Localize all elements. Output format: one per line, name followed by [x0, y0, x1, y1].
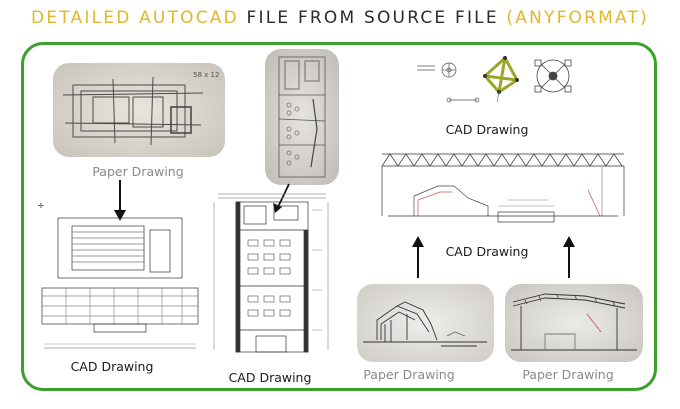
svg-text:✛: ✛ — [38, 202, 44, 210]
cad-drawing-label-top: CAD Drawing — [445, 122, 529, 137]
page-title: DETAILED AUTOCAD FILE FROM SOURCE FILE (… — [0, 8, 680, 28]
cad-plan-2 — [213, 193, 329, 353]
content-frame — [21, 42, 657, 391]
paper-sketch-1: 58 x 12 — [53, 63, 225, 157]
sketch-note: 58 x 12 — [193, 71, 219, 79]
cad-section — [381, 153, 625, 223]
paper-drawing-label-3: Paper Drawing — [522, 367, 614, 382]
paper-sketch-3 — [357, 284, 494, 362]
title-part-source: FILE FROM SOURCE FILE — [246, 8, 499, 28]
title-part-format: (ANYFORMAT) — [506, 8, 649, 28]
arrow-diagonal-icon — [273, 183, 290, 213]
arrow-down-icon — [114, 180, 126, 221]
arrow-up-left-icon — [412, 236, 424, 278]
cad-drawing-label-mid: CAD Drawing — [445, 244, 529, 259]
cad-plan-1: ✛ — [38, 202, 199, 349]
paper-sketch-2 — [265, 49, 339, 185]
arrow-up-right-icon — [563, 236, 575, 278]
cad-drawing-label-1: CAD Drawing — [70, 359, 154, 374]
paper-drawing-label-2: Paper Drawing — [363, 367, 455, 382]
title-part-autocad: DETAILED AUTOCAD — [31, 8, 239, 28]
paper-drawing-label-1: Paper Drawing — [92, 164, 184, 179]
paper-sketch-4 — [505, 284, 643, 362]
cad-truss-detail — [417, 55, 572, 103]
cad-drawing-label-2: CAD Drawing — [228, 370, 312, 385]
